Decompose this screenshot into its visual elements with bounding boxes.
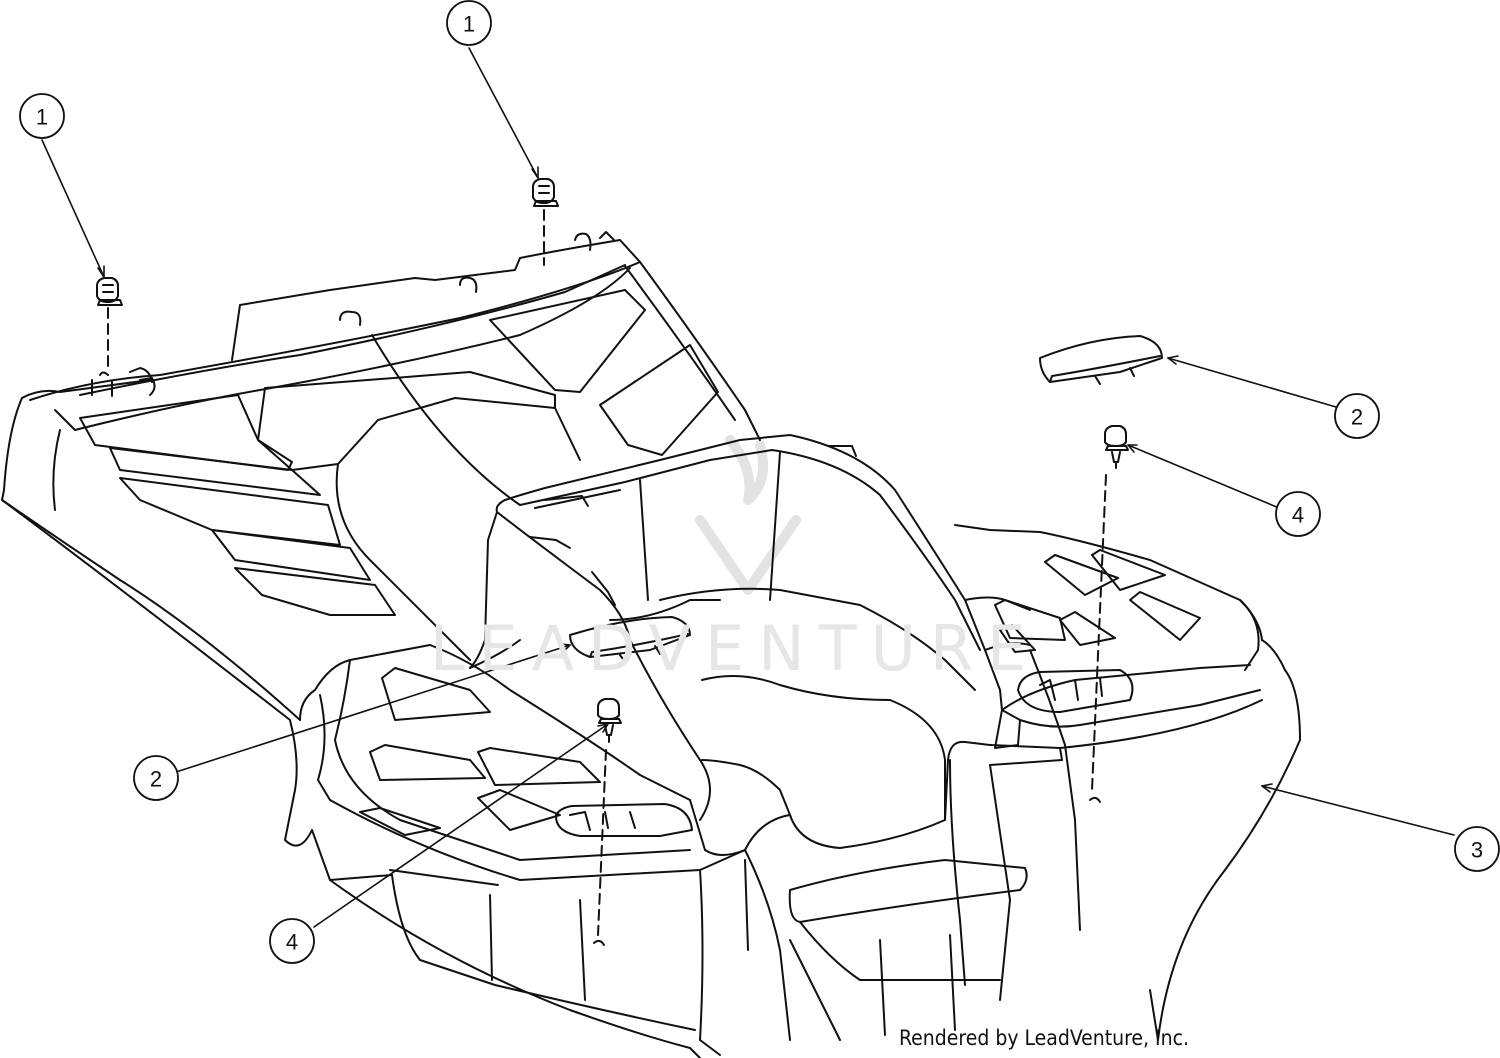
screw-right	[1089, 425, 1129, 803]
callout-circles	[19, 0, 1500, 964]
callout-circle-1-top	[446, 0, 492, 46]
callout-label-3: 3	[1471, 838, 1483, 863]
callout-label-4-left: 4	[286, 930, 298, 955]
callout-label-2-left: 2	[150, 767, 162, 792]
cap-plug-right	[1039, 335, 1163, 385]
callout-circle-1-left	[19, 93, 65, 139]
screw-left	[593, 698, 622, 946]
callout-circle-2-right	[1334, 393, 1380, 439]
leader-lines	[41, 47, 1455, 928]
cap-plug-center	[569, 616, 691, 663]
render-credit: Rendered by LeadVenture, Inc.	[899, 1026, 1189, 1050]
hex-flange-nut-left	[96, 277, 123, 371]
callout-label-2-right: 2	[1351, 405, 1363, 430]
callout-circle-4-right	[1275, 491, 1321, 537]
callout-circle-3	[1454, 826, 1500, 872]
callout-label-4-right: 4	[1292, 503, 1304, 528]
callout-label-1-top: 1	[463, 12, 475, 37]
callout-label-1-left: 1	[36, 105, 48, 130]
callout-circle-2-left	[133, 755, 179, 801]
hex-flange-nut-top	[532, 178, 559, 266]
watermark-logo	[695, 435, 801, 595]
callout-circle-4-left	[269, 918, 315, 964]
watermark-text: LEADVENTURE	[430, 612, 1040, 685]
rear-fender-body	[1, 231, 1301, 1058]
